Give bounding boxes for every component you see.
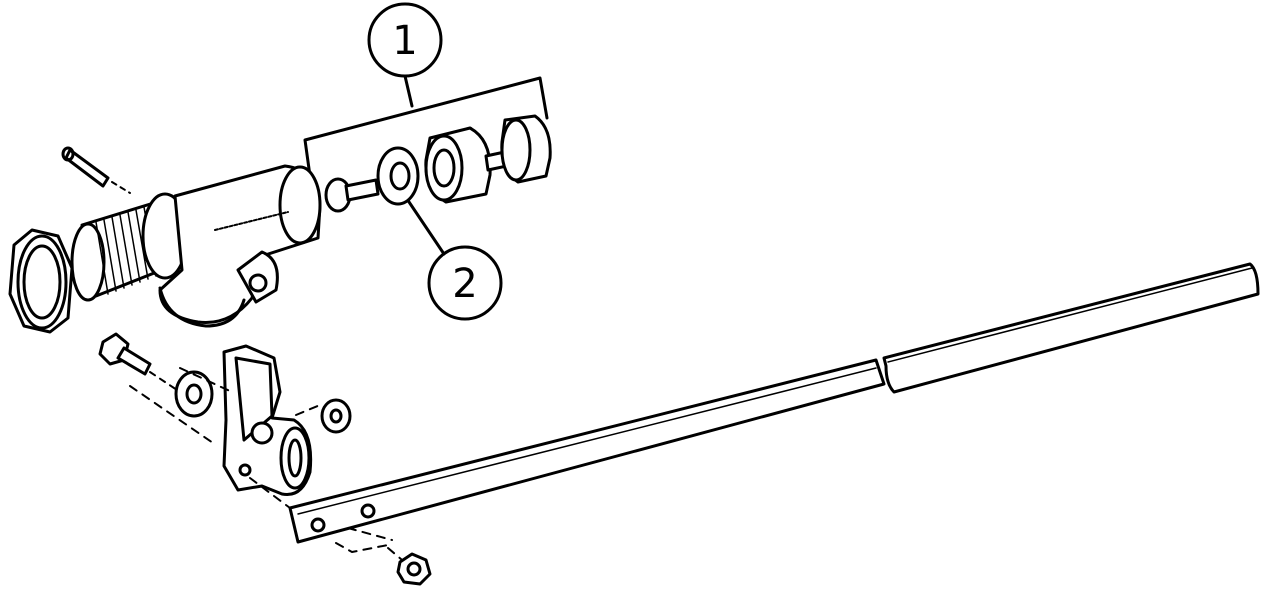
hex-bolt bbox=[98, 332, 181, 393]
callout-2-number: 2 bbox=[452, 261, 477, 307]
float-arm-rod bbox=[288, 262, 1260, 544]
hex-nut bbox=[396, 552, 432, 586]
callout-2-leader bbox=[403, 194, 446, 256]
valve-body bbox=[70, 164, 322, 328]
split-pin bbox=[61, 146, 131, 194]
callout-1-bracket bbox=[303, 76, 549, 178]
small-screw bbox=[324, 177, 380, 213]
float-arm-bracket bbox=[222, 344, 313, 497]
lock-nut bbox=[8, 228, 74, 334]
callout-1-leader bbox=[403, 74, 414, 108]
small-washer bbox=[320, 398, 352, 434]
washer bbox=[376, 146, 420, 206]
callout-2: 2 bbox=[403, 194, 503, 321]
valve-plunger bbox=[424, 114, 552, 204]
callout-1: 1 bbox=[303, 2, 549, 178]
spacer-washer bbox=[174, 370, 214, 418]
callout-2-circle bbox=[427, 245, 503, 321]
assembly-lines bbox=[129, 367, 409, 566]
callout-1-number: 1 bbox=[392, 18, 417, 64]
